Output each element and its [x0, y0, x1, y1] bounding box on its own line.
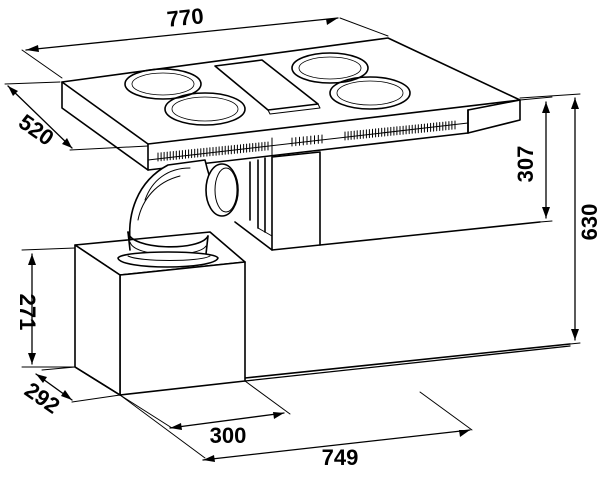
duct-elbow [117, 159, 239, 268]
vent-grille-left [157, 141, 269, 162]
cooking-zone-rear-right [291, 52, 369, 84]
vent-grille-middle [291, 134, 323, 147]
extraction-vent [214, 59, 321, 115]
cooking-zone-front-right [329, 76, 411, 110]
dim-unit-height: 307 [513, 146, 538, 183]
dim-box-height: 271 [15, 294, 40, 331]
dimension-arrowheads [8, 18, 579, 462]
dim-box-depth: 292 [20, 377, 64, 419]
dim-total-height: 630 [577, 204, 600, 241]
plinth-box [74, 231, 246, 396]
cooking-zone-rear-left [124, 68, 202, 100]
cooking-zones [124, 52, 411, 126]
dim-box-width: 300 [210, 423, 247, 448]
dim-hob-depth: 520 [14, 109, 58, 151]
dim-duct-length: 749 [322, 445, 359, 470]
dim-hob-width: 770 [166, 3, 205, 32]
motor-unit [234, 151, 321, 251]
floor-line [244, 345, 571, 382]
cooking-zone-front-left [164, 92, 246, 126]
vent-grille-right [344, 120, 456, 141]
cabinet-lines [244, 109, 571, 379]
